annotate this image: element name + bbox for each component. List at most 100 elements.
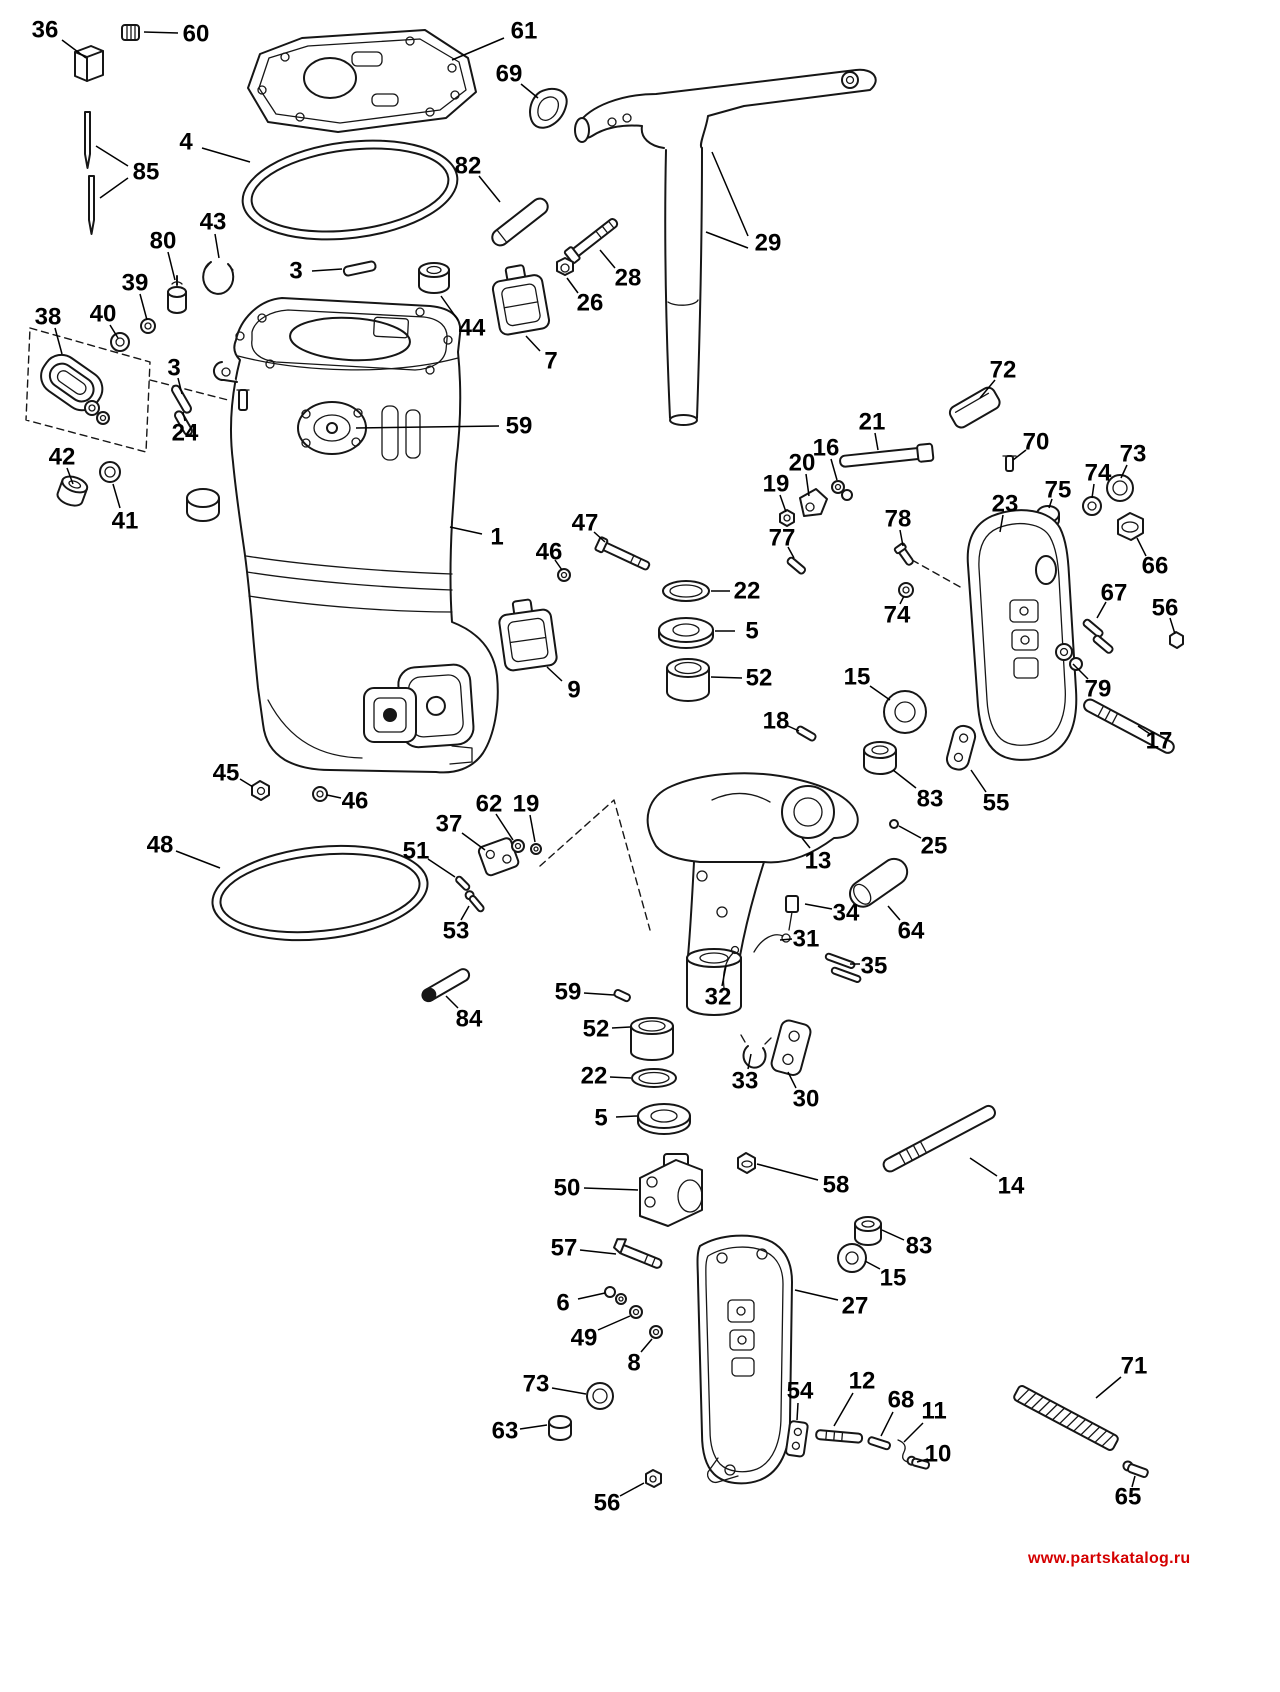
callout-leader-line [1131,1475,1136,1488]
callout-leader-line [833,1392,854,1427]
part-number-33: 33 [732,1068,759,1095]
part-28-bolt [563,218,619,265]
part-42-fitting [56,475,89,507]
part-46-washer [557,568,571,582]
part-number-22: 22 [581,1063,608,1090]
part-40-washer [110,332,130,352]
callout-leader-line [554,559,563,571]
part-44-bushing-upper [418,262,450,294]
callout-leader-line [525,335,541,352]
part-number-47: 47 [572,510,599,537]
part-number-77: 77 [769,525,796,552]
part-number-83: 83 [906,1233,933,1260]
callout-leader-line [239,778,254,788]
part-number-4: 4 [179,129,193,156]
part-number-53: 53 [443,918,470,945]
part-number-63: 63 [492,1418,519,1445]
part-11-clip [897,1439,909,1463]
callout-leader-line [520,83,539,99]
callout-leader-line [599,249,616,269]
callout-leader-line [711,151,749,237]
callout-leader-line [519,1424,548,1430]
part-number-73: 73 [1120,441,1147,468]
part-number-15: 15 [880,1265,907,1292]
part-21-rod [839,442,935,468]
callout-leader-line [864,1260,881,1270]
part-10-screw [906,1455,931,1470]
callout-leader-line [1169,617,1176,635]
part-number-39: 39 [122,270,149,297]
part-number-61: 61 [511,18,538,45]
callout-leader-line [175,850,221,869]
housing-side-bolt [236,389,250,411]
part-83-bushing-b [854,1216,882,1246]
part-3-pin [342,260,377,277]
callout-leader-line [787,546,795,559]
callout-leader-line [577,1292,606,1300]
part-26-nut [556,257,574,276]
part-77-screw [786,556,807,575]
part-12-bolt [815,1429,864,1444]
part-number-19: 19 [513,791,540,818]
part-number-56: 56 [1152,595,1179,622]
callout-leader-line [1096,601,1107,619]
callout-leader-line [139,293,148,321]
part-23-clamp-bracket [911,509,1078,761]
callout-leader-line [583,992,615,996]
part-5-cup [658,617,714,649]
callout-leader-line [355,425,500,429]
part-number-31: 31 [793,926,820,953]
part-number-79: 79 [1085,676,1112,703]
part-number-5: 5 [594,1105,607,1132]
part-51-screw [455,875,471,891]
callout-leader-line [583,1187,639,1191]
callout-leader-line [445,995,459,1009]
part-number-11: 11 [921,1398,946,1425]
part-number-59: 59 [506,413,533,440]
part-46-washer-b [312,786,328,802]
callout-leader-line [579,1249,617,1255]
part-number-25: 25 [921,833,948,860]
callout-leader-line [566,277,579,294]
part-number-36: 36 [32,17,59,44]
callout-leader-line [830,458,838,481]
part-5-cup-b [637,1103,691,1135]
part-6-washers [604,1286,627,1305]
part-52-bushing-b [630,1017,674,1061]
callout-leader-line [182,411,186,422]
callout-leader-line [66,467,74,485]
part-number-21: 21 [859,409,886,436]
part-70-screw [1002,455,1017,472]
part-38-grommet [40,353,104,412]
part-number-10: 10 [925,1441,952,1468]
part-79-washers [1055,643,1083,671]
part-58-nut [737,1152,756,1174]
part-number-40: 40 [90,301,117,328]
part-number-75: 75 [1045,477,1072,504]
part-number-84: 84 [456,1006,483,1033]
part-61-gasket [247,29,477,133]
part-18-screw [795,725,817,742]
part-number-8: 8 [627,1350,640,1377]
callout-leader-line [495,813,514,841]
callout-leader-line [201,147,251,163]
callout-leader-line [1120,464,1128,479]
part-71-spring [1013,1385,1119,1451]
callout-leader-line [99,177,129,199]
callout-leader-line [440,295,459,321]
part-15-washer [883,690,927,734]
part-33-clamp [740,1034,772,1069]
part-number-82: 82 [455,153,482,180]
callout-leader-line [721,965,727,987]
part-54-plate [785,1420,809,1458]
part-number-50: 50 [554,1175,581,1202]
callout-leader-line [970,769,987,793]
callout-leader-line [167,251,176,281]
callout-leader-line [112,483,121,509]
part-number-85: 85 [133,159,160,186]
part-number-26: 26 [577,290,604,317]
part-59-screw [613,988,631,1003]
part-number-54: 54 [787,1378,814,1405]
part-number-59: 59 [555,979,582,1006]
part-number-12: 12 [849,1368,876,1395]
